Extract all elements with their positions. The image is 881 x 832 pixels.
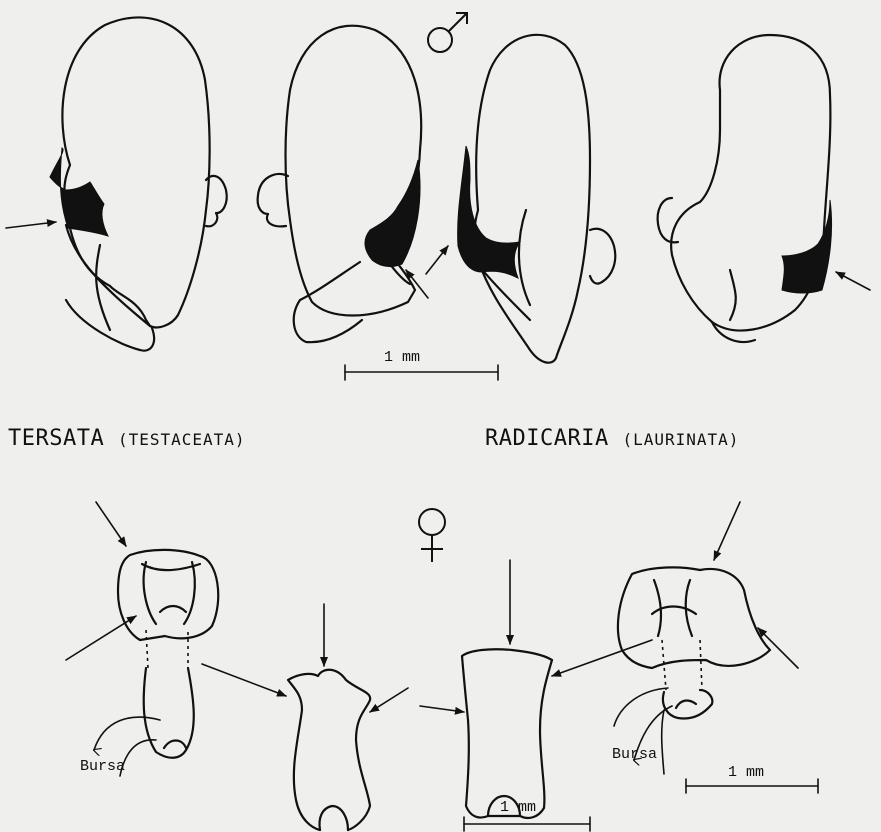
scale-label-male: 1 mm bbox=[384, 349, 420, 366]
species-synonym-testaceata: (TESTACEATA) bbox=[118, 430, 246, 449]
arrow-female-1b bbox=[66, 616, 136, 660]
scale-bar-female-right bbox=[686, 779, 818, 793]
species-name-tersata: TERSATA bbox=[8, 426, 104, 451]
scale-bar-female-center bbox=[464, 817, 590, 831]
species-label-tersata: TERSATA (TESTACEATA) bbox=[8, 426, 246, 451]
male-spine-tersata-right bbox=[365, 160, 420, 267]
arrow-female-3b bbox=[420, 706, 464, 712]
male-symbol-icon bbox=[428, 13, 467, 52]
bursa-label-right: Bursa bbox=[612, 746, 657, 763]
arrow-male-1 bbox=[6, 222, 56, 228]
species-synonym-laurinata: (LAURINATA) bbox=[622, 430, 739, 449]
male-valve-radicaria-left bbox=[474, 35, 615, 363]
male-valve-radicaria-right bbox=[658, 35, 831, 342]
arrow-male-4 bbox=[836, 272, 870, 290]
scale-bar-male bbox=[345, 365, 498, 380]
male-valve-tersata-right bbox=[258, 26, 422, 343]
arrow-male-3 bbox=[426, 246, 448, 274]
arrow-female-3c bbox=[552, 640, 652, 676]
male-spine-tersata-left bbox=[50, 148, 108, 236]
scale-label-female-right: 1 mm bbox=[728, 764, 764, 781]
arrow-female-4a bbox=[714, 502, 740, 560]
arrow-female-1c bbox=[202, 664, 286, 696]
bursa-label-left: Bursa bbox=[80, 758, 125, 775]
scale-label-female-center: 1 mm bbox=[500, 799, 536, 816]
female-antrum-radicaria bbox=[462, 649, 552, 818]
arrow-female-1a bbox=[96, 502, 126, 546]
species-label-radicaria: RADICARIA (LAURINATA) bbox=[485, 426, 739, 451]
arrow-female-4b bbox=[758, 628, 798, 668]
female-ostium-tersata bbox=[118, 550, 218, 758]
female-antrum-tersata bbox=[288, 670, 370, 830]
female-symbol-icon bbox=[419, 509, 445, 562]
male-spine-radicaria-left bbox=[458, 146, 520, 278]
species-name-radicaria: RADICARIA bbox=[485, 426, 609, 451]
arrow-female-2b bbox=[370, 688, 408, 712]
